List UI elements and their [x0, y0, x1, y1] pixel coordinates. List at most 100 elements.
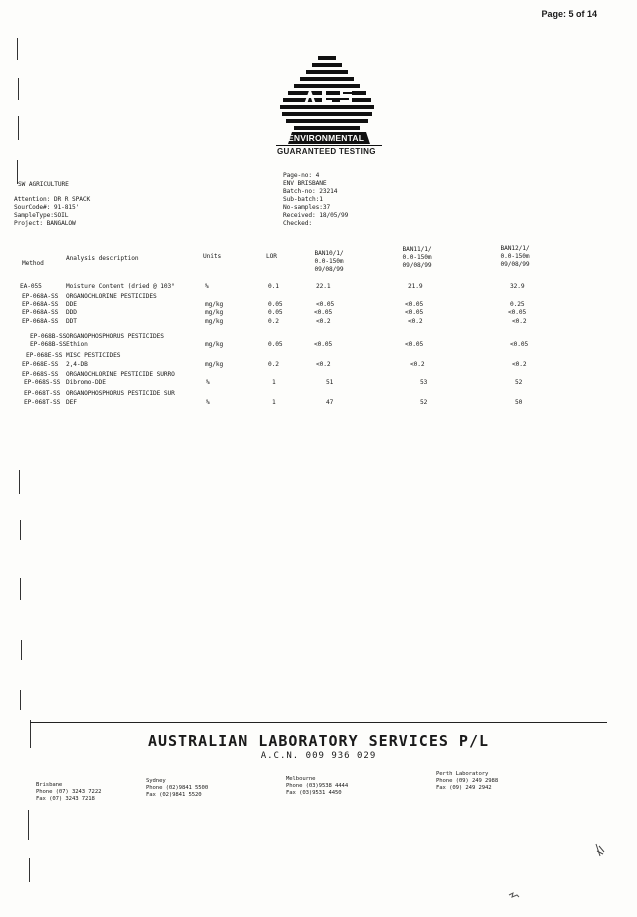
cell-value-3: <0.05	[508, 309, 527, 316]
table-row: EP-068B-SS Ethion mg/kg 0.05 <0.05 <0.05…	[0, 341, 637, 349]
office-city: Brisbane	[36, 782, 63, 788]
sub-batch-line: Sub-batch:1	[283, 196, 323, 203]
cell-description: 2,4-DB	[66, 361, 88, 368]
sample-2-date: 09/08/99	[402, 262, 432, 269]
cell-value-3: <0.2	[512, 318, 527, 325]
office-phone: Phone (02)9841 5500	[146, 785, 209, 791]
scan-smudge	[508, 884, 520, 903]
margin-mark	[20, 520, 21, 540]
client-name: SW AGRICULTURE	[18, 181, 69, 188]
cell-units: mg/kg	[205, 341, 224, 348]
sample-type-line: SampleType:SOIL	[14, 212, 69, 219]
cell-units: mg/kg	[205, 318, 224, 325]
cell-value-3: 32.9	[510, 283, 525, 290]
page-number: Page: 5 of 14	[541, 9, 597, 19]
col-header-lor: LOR	[266, 253, 277, 260]
table-row: EP-068A-SS ORGANOCHLORINE PESTICIDES	[0, 293, 637, 301]
cell-method: EP-068B-SS	[30, 341, 67, 348]
cell-value-2: 52	[420, 399, 428, 406]
cell-description: DDD	[66, 309, 77, 316]
cell-value-3: <0.2	[512, 361, 527, 368]
cell-lor: 0.05	[268, 301, 283, 308]
cell-units: %	[206, 379, 210, 386]
col-header-description: Analysis description	[66, 255, 139, 262]
cell-value-1: <0.2	[316, 361, 331, 368]
office-city: Perth Laboratory	[436, 771, 489, 777]
office-phone: Phone (03)9538 4444	[286, 783, 349, 789]
sample-3-date: 09/08/99	[500, 261, 530, 268]
cell-description: ORGANOCHLORINE PESTICIDES	[66, 293, 157, 300]
table-row: EP-068T-SS DEF % 1 47 52 50	[0, 399, 637, 407]
cell-value-1: <0.05	[316, 301, 335, 308]
cell-value-1: 22.1	[316, 283, 331, 290]
batch-no-line: Batch-no: 23214	[283, 188, 338, 195]
cell-description: DDE	[66, 301, 77, 308]
col-header-units: Units	[203, 253, 222, 260]
margin-mark	[21, 640, 22, 660]
cell-method: EP-068T-SS	[24, 399, 61, 406]
lab-location-line: ENV BRISBANE	[283, 180, 327, 187]
sample-1-id: BAN10/1/	[314, 250, 344, 257]
page-no-line: Page-no: 4	[283, 172, 320, 179]
cell-description: MISC PESTICIDES	[66, 352, 121, 359]
cell-value-2: <0.2	[410, 361, 425, 368]
cell-value-2: <0.05	[405, 341, 424, 348]
margin-mark	[18, 116, 19, 140]
cell-value-1: 51	[326, 379, 334, 386]
office-city: Sydney	[146, 778, 166, 784]
cell-method: EP-068A-SS	[22, 309, 59, 316]
footer-divider	[30, 722, 607, 723]
cell-value-3: 52	[515, 379, 523, 386]
office-fax: Fax (03)9531 4450	[286, 790, 342, 796]
cell-value-2: <0.2	[408, 318, 423, 325]
attention-line: Attention: DR R SPACK	[14, 196, 91, 203]
cell-method: EP-068S-SS	[24, 379, 61, 386]
margin-mark	[29, 858, 30, 882]
logo-line-environmental: ENVIRONMENTAL	[288, 133, 365, 143]
col-header-sample-1: BAN10/1/ 0.0-150m 09/08/99	[302, 250, 356, 274]
cell-units: mg/kg	[205, 309, 224, 316]
margin-mark	[20, 690, 21, 710]
cell-description: ORGANOCHLORINE PESTICIDE SURRO	[66, 371, 175, 378]
office-brisbane: Brisbane Phone (07) 3243 7222 Fax (07) 3…	[36, 782, 101, 803]
handwritten-mark	[594, 842, 606, 861]
cell-description: Moisture Content (dried @ 103°	[66, 283, 175, 290]
cell-value-3: 0.25	[510, 301, 525, 308]
table-row: EA-055 Moisture Content (dried @ 103° % …	[0, 283, 637, 291]
cell-value-2: <0.05	[405, 309, 424, 316]
col-header-sample-3: BAN12/1/ 0.0-150m 09/08/99	[488, 245, 542, 269]
cell-method: EP-068S-SS	[22, 371, 59, 378]
table-row: EP-068S-SS ORGANOCHLORINE PESTICIDE SURR…	[0, 371, 637, 379]
cell-method: EP-068E-SS	[26, 352, 63, 359]
logo-line-guaranteed: GUARANTEED TESTING	[277, 147, 376, 156]
table-row: EP-068S-SS Dibromo-DDE % 1 51 53 52	[0, 379, 637, 387]
cell-value-1: <0.05	[314, 309, 333, 316]
cell-method: EP-068B-SS	[30, 333, 67, 340]
sample-2-id: BAN11/1/	[402, 246, 432, 253]
margin-mark	[30, 720, 31, 748]
cell-value-1: <0.05	[314, 341, 333, 348]
office-perth: Perth Laboratory Phone (09) 249 2988 Fax…	[436, 771, 498, 792]
company-logo	[274, 52, 384, 158]
cell-description: DEF	[66, 399, 77, 406]
sample-1-depth: 0.0-150m	[314, 258, 344, 265]
cell-value-3: <0.05	[510, 341, 529, 348]
col-header-method: Method	[22, 260, 44, 267]
cell-method: EP-068A-SS	[22, 318, 59, 325]
office-fax: Fax (07) 3243 7218	[36, 796, 95, 802]
cell-value-1: 47	[326, 399, 334, 406]
received-line: Received: 18/05/99	[283, 212, 349, 219]
cell-lor: 0.1	[268, 283, 279, 290]
cell-units: mg/kg	[205, 301, 224, 308]
office-city: Melbourne	[286, 776, 316, 782]
cell-method: EP-068T-SS	[24, 390, 61, 397]
cell-value-1: <0.2	[316, 318, 331, 325]
checked-line: Checked:	[283, 220, 313, 227]
cell-lor: 1	[272, 379, 276, 386]
table-row: EP-068A-SS DDE mg/kg 0.05 <0.05 <0.05 0.…	[0, 301, 637, 309]
office-phone: Phone (09) 249 2988	[436, 778, 499, 784]
office-melbourne: Melbourne Phone (03)9538 4444 Fax (03)95…	[286, 776, 348, 797]
cell-units: %	[205, 283, 209, 290]
cell-lor: 1	[272, 399, 276, 406]
cell-description: Dibromo-DDE	[66, 379, 106, 386]
